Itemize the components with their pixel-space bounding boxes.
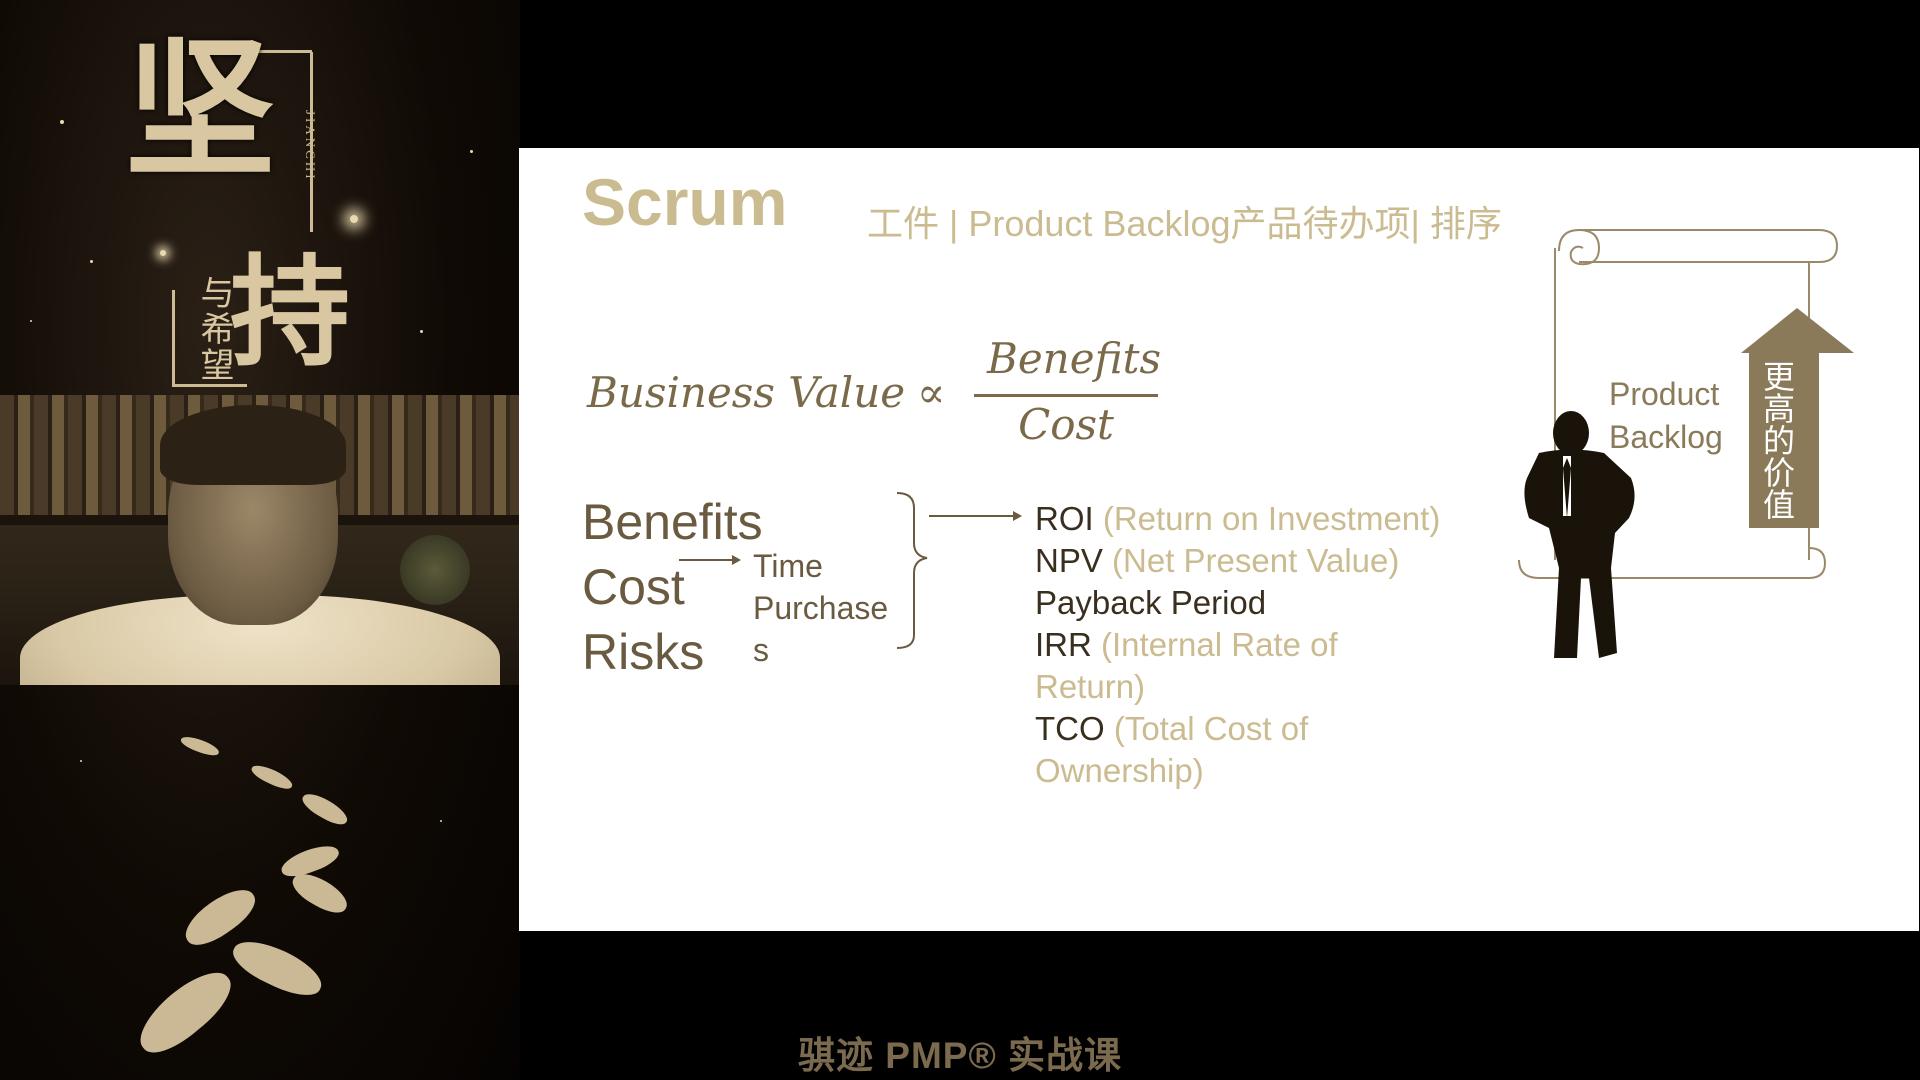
poster-decor-line [172, 290, 175, 385]
metric-item: IRR (Internal Rate of Return) [1035, 626, 1338, 705]
factor-cost: Cost [582, 559, 685, 615]
metric-item: Payback Period [1035, 584, 1267, 621]
curly-brace [896, 492, 928, 649]
slide-subtitle: 工件 | Product Backlog产品待办项| 排序 [867, 203, 1502, 244]
metrics-list: ROI (Return on Investment) NPV (Net Pres… [1035, 498, 1495, 792]
poster-subtitle: 与希望 [194, 275, 234, 383]
fraction-bar [974, 394, 1158, 397]
poster-pinyin: JIANCHI [303, 110, 318, 182]
tie-icon [1563, 458, 1571, 518]
presentation-slide: Scrum 工件 | Product Backlog产品待办项| 排序 Busi… [519, 148, 1919, 931]
factor-risks: Risks [582, 624, 705, 680]
arrow-head [732, 555, 741, 565]
product-backlog-label: Product Backlog [1609, 373, 1723, 459]
businessman-icon [1524, 411, 1635, 658]
webcam-video [0, 395, 520, 685]
poster-decor-line [240, 50, 312, 53]
presenter-hair [160, 405, 346, 485]
footprint-icon [179, 733, 221, 759]
formula-lhs: Business Value [587, 368, 906, 417]
cost-detail: s [753, 632, 769, 668]
poster-title-char: 持 [230, 242, 350, 383]
metric-item: TCO (Total Cost of Ownership) [1035, 710, 1309, 789]
product-backlog-label-line: Product [1609, 376, 1720, 412]
arrow-up-icon [1741, 308, 1854, 528]
cost-detail: Time [753, 548, 823, 584]
formula-operator: ∝ [917, 368, 946, 417]
course-watermark: 骐迹 PMP® 实战课 [797, 1035, 1122, 1076]
footprint-icon [287, 866, 353, 920]
slide-title: Scrum [582, 165, 788, 239]
cost-detail: Purchase [753, 590, 889, 626]
product-backlog-label-line: Backlog [1609, 419, 1723, 455]
factor-benefits: Benefits [582, 494, 763, 550]
arrow-head [1013, 511, 1022, 521]
footprint-icon [249, 761, 295, 793]
footprint-icon [226, 931, 329, 1005]
formula-denominator: Cost [1018, 400, 1114, 449]
slide-arrows [679, 229, 1854, 658]
metric-item: ROI (Return on Investment) [1035, 500, 1441, 537]
arrow-label: 更高的价值 [1759, 360, 1795, 520]
metric-item: NPV (Net Present Value) [1035, 542, 1400, 579]
poster-title-char: 坚 [125, 22, 275, 198]
plant [400, 535, 470, 605]
footprint-icon [298, 788, 352, 830]
poster-decor-line [310, 52, 313, 232]
poster-decor-line [172, 384, 247, 387]
formula-numerator: Benefits [986, 334, 1162, 383]
